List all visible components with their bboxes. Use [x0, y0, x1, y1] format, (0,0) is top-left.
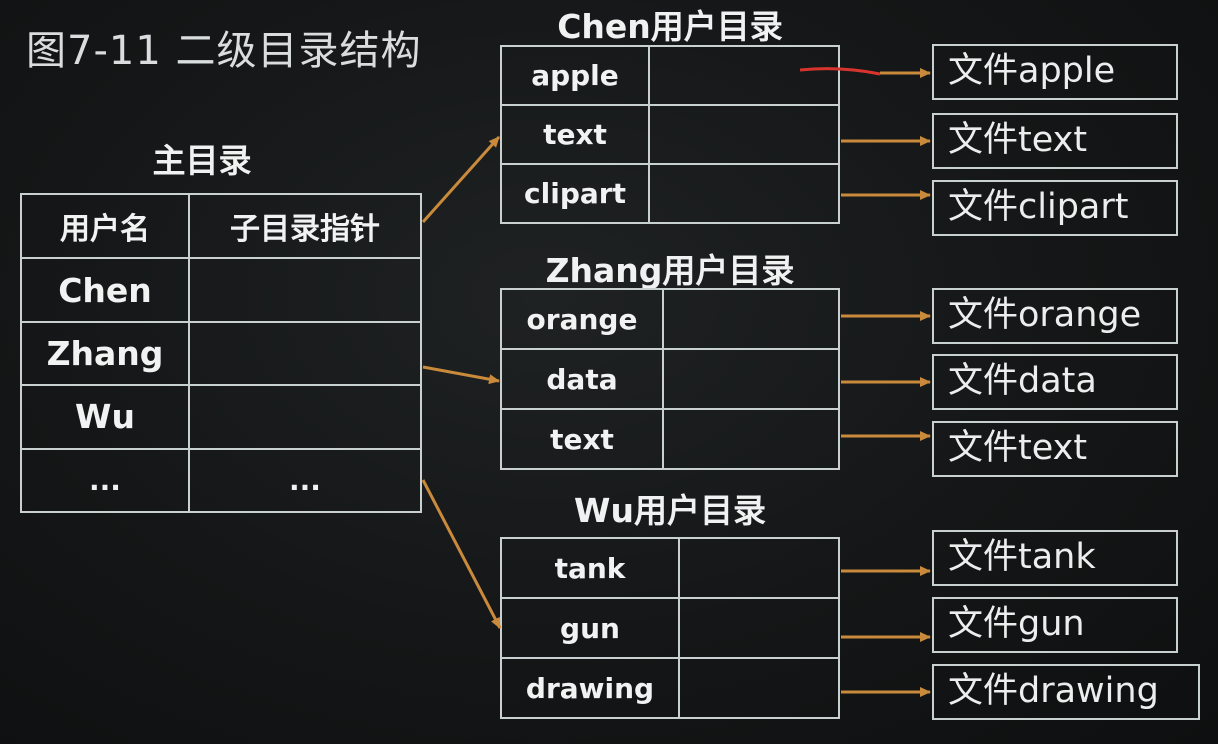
pointer-cell — [188, 384, 422, 450]
wu-pointer — [678, 597, 840, 659]
file-box: 文件clipart — [932, 180, 1178, 236]
pointer-cell — [188, 320, 422, 387]
arrow-apple-highlight — [799, 67, 881, 76]
wu-pointer — [678, 537, 840, 599]
pointer-cell — [188, 257, 422, 323]
wu-entry: gun — [500, 597, 680, 659]
username-cell: Zhang — [20, 320, 190, 387]
chen-directory-title: Chen用户目录 — [557, 7, 783, 46]
file-box: 文件gun — [932, 597, 1178, 653]
chen-pointer — [648, 45, 840, 106]
pointer-cell: ... — [188, 447, 422, 514]
file-box: 文件tank — [932, 530, 1178, 586]
chen-entry: text — [500, 104, 650, 165]
file-box: 文件drawing — [932, 664, 1200, 720]
chen-pointer — [648, 163, 840, 224]
file-box: 文件apple — [932, 44, 1178, 100]
file-box: 文件text — [932, 421, 1178, 477]
wu-directory-table: tank gun drawing — [500, 537, 840, 719]
username-cell: Chen — [20, 257, 190, 323]
arrow-master-to-chen — [421, 136, 501, 223]
header-username: 用户名 — [20, 192, 190, 260]
master-directory-table: 用户名 子目录指针 Chen Zhang Wu ... ... — [20, 192, 422, 514]
chen-entry: clipart — [500, 163, 650, 224]
zhang-pointer — [662, 348, 840, 410]
file-box: 文件data — [932, 354, 1178, 410]
wu-entry: drawing — [500, 657, 680, 719]
wu-entry: tank — [500, 537, 680, 599]
chen-pointer — [648, 104, 840, 165]
figure-title: 图7-11 二级目录结构 — [26, 28, 422, 74]
chen-directory-table: apple text clipart — [500, 45, 840, 224]
zhang-directory-table: orange data text — [500, 288, 840, 470]
file-box: 文件orange — [932, 288, 1178, 344]
username-cell: ... — [20, 447, 190, 514]
file-box: 文件text — [932, 113, 1178, 169]
zhang-entry: orange — [500, 288, 664, 350]
zhang-pointer — [662, 288, 840, 350]
chen-entry: apple — [500, 45, 650, 106]
wu-directory-title: Wu用户目录 — [574, 491, 766, 530]
master-directory-title: 主目录 — [152, 141, 252, 180]
header-subdir-pointer: 子目录指针 — [188, 192, 422, 260]
zhang-pointer — [662, 408, 840, 470]
zhang-directory-title: Zhang用户目录 — [545, 251, 795, 290]
arrow-master-to-wu — [421, 479, 502, 629]
zhang-entry: text — [500, 408, 664, 470]
zhang-entry: data — [500, 348, 664, 410]
wu-pointer — [678, 657, 840, 719]
arrow-master-to-zhang — [422, 365, 500, 385]
username-cell: Wu — [20, 384, 190, 450]
